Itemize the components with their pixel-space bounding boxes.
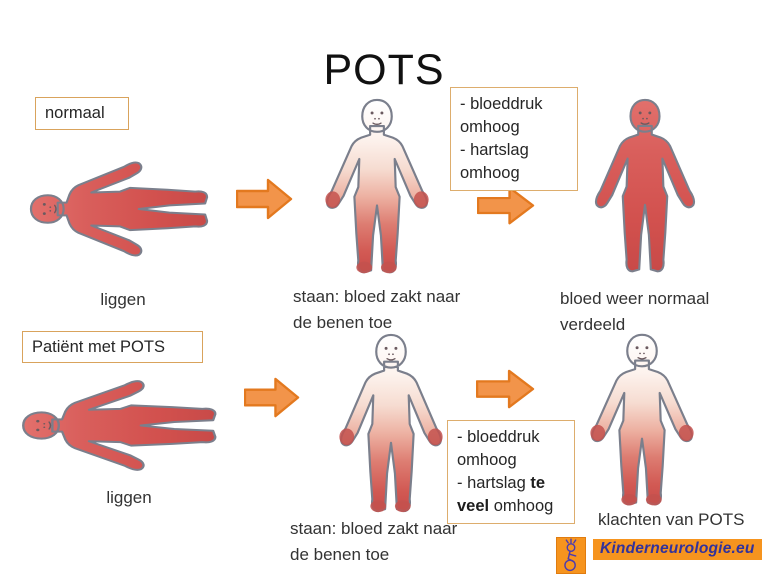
figure-lying-pots bbox=[16, 372, 230, 480]
info-bottom-line4: veel omhoog bbox=[457, 497, 554, 515]
page-title: POTS bbox=[323, 46, 445, 94]
info-box-normal-response: - bloeddruk omhoog - hartslag omhoog bbox=[450, 87, 578, 191]
info-top-line2: omhoog bbox=[460, 118, 520, 136]
caption-liggen-top: liggen bbox=[100, 290, 146, 309]
pots-patient-label-box: Patiënt met POTS bbox=[22, 331, 203, 363]
figure-standing-blood-to-legs-pots bbox=[332, 332, 450, 520]
normal-label-text: normaal bbox=[45, 104, 105, 122]
arrow-right-icon bbox=[476, 185, 535, 227]
caption-result-top-line1: bloed weer normaal bbox=[560, 289, 710, 308]
caption-liggen-bottom: liggen bbox=[106, 488, 152, 507]
figure-standing-blood-to-legs bbox=[318, 97, 436, 281]
info-bottom-line2: omhoog bbox=[457, 451, 517, 469]
arrow-right-icon bbox=[235, 177, 293, 222]
figure-standing-blood-normal bbox=[587, 97, 703, 280]
arrow-right-icon bbox=[243, 376, 300, 420]
info-top-line1: - bloeddruk bbox=[460, 95, 543, 113]
info-bottom-line3: - hartslag te bbox=[457, 474, 546, 492]
caption-staan-bottom-line1: staan: bloed zakt naar bbox=[290, 519, 458, 538]
arrow-right-icon bbox=[475, 368, 535, 411]
figure-standing-pots-complaints bbox=[583, 332, 701, 513]
normal-label-box: normaal bbox=[35, 97, 129, 130]
info-box-pots-response: - bloeddruk omhoog - hartslag te veel om… bbox=[447, 420, 575, 524]
info-top-line4: omhoog bbox=[460, 164, 520, 182]
caption-result-top: bloed weer normaal verdeeld bbox=[560, 286, 760, 338]
caption-result-bottom: klachten van POTS bbox=[598, 510, 745, 529]
kinderneurologie-logo-icon bbox=[556, 537, 586, 574]
caption-result-top-line2: verdeeld bbox=[560, 315, 626, 334]
caption-staan-top: staan: bloed zakt naar de benen toe bbox=[293, 284, 503, 336]
kinderneurologie-logo: Kinderneurologie.eu bbox=[556, 537, 762, 574]
standing-person-red-icon bbox=[594, 98, 696, 273]
kinderneurologie-logo-text: Kinderneurologie.eu bbox=[593, 539, 762, 560]
info-bottom-line1: - bloeddruk bbox=[457, 428, 540, 446]
lying-person-red-icon bbox=[22, 379, 217, 472]
caption-staan-bottom: staan: bloed zakt naar de benen toe bbox=[290, 516, 510, 568]
standing-person-pooled-icon bbox=[590, 333, 694, 506]
figure-lying-normal bbox=[26, 150, 218, 268]
lying-person-red-icon bbox=[29, 161, 209, 257]
info-top-line3: - hartslag bbox=[460, 141, 529, 159]
caption-staan-top-line1: staan: bloed zakt naar bbox=[293, 287, 461, 306]
caption-staan-top-line2: de benen toe bbox=[293, 313, 393, 332]
pots-patient-label-text: Patiënt met POTS bbox=[32, 337, 165, 356]
caption-staan-bottom-line2: de benen toe bbox=[290, 545, 390, 564]
standing-person-pooled-icon bbox=[325, 98, 429, 274]
standing-person-pooled-icon bbox=[339, 333, 443, 513]
